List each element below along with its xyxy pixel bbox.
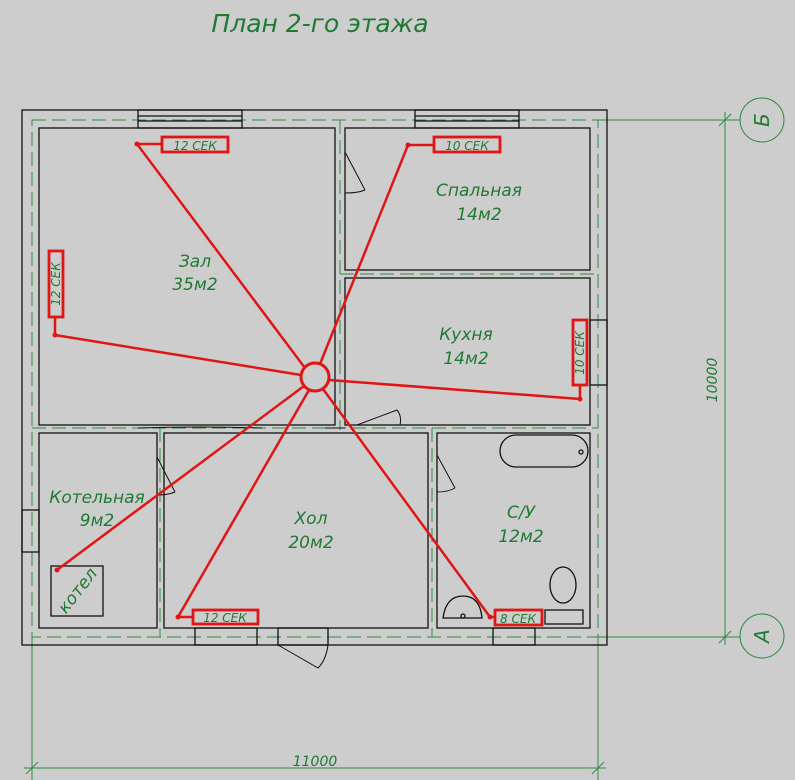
height-dimension: 10000 <box>705 358 721 403</box>
room-labels: Зал 35м2 Спальная 14м2 Кухня 14м2 Котель… <box>49 181 543 618</box>
fixtures <box>50 434 589 625</box>
radiator-label: 12 СЕК <box>173 139 217 153</box>
radiator-label: 10 СЕК <box>445 139 489 153</box>
room-name: Котельная <box>49 488 144 508</box>
axis-marker <box>739 613 785 659</box>
plan-title: План 2-го этажа <box>211 9 428 38</box>
bathtub <box>499 434 589 468</box>
room-area: 14м2 <box>443 349 488 369</box>
radiator <box>493 608 544 627</box>
room-area: 35м2 <box>172 275 217 295</box>
axis-label-top: Б <box>750 113 774 127</box>
dimensions: 10000 11000 Б А <box>24 97 785 775</box>
collector-icon <box>299 361 331 393</box>
radiator-label: 12 СЕК <box>49 262 63 306</box>
radiator-label: 8 СЕК <box>500 612 536 626</box>
radiator <box>571 318 589 387</box>
radiator <box>160 135 230 154</box>
radiator <box>432 135 502 154</box>
axis-marker <box>739 97 785 143</box>
radiator-label: 10 СЕК <box>573 331 587 375</box>
room-name: Хол <box>294 509 328 529</box>
radiator <box>191 608 260 626</box>
walls <box>21 109 608 646</box>
radiators: 12 СЕК 10 СЕК 12 СЕК 10 СЕК 12 СЕК 8 СЕК <box>47 135 589 627</box>
width-dimension: 11000 <box>293 754 338 770</box>
room-area: 12м2 <box>498 527 543 547</box>
axis-lines <box>31 119 740 780</box>
boiler-label: котел <box>54 564 102 617</box>
radiator-label: 12 СЕК <box>203 611 247 625</box>
heating-pipes <box>52 141 583 620</box>
sink <box>442 595 483 619</box>
room-area: 9м2 <box>80 511 114 531</box>
radiator <box>47 249 65 319</box>
room-area: 20м2 <box>288 533 333 553</box>
room-name: Кухня <box>439 325 493 345</box>
room-name: Зал <box>179 252 211 272</box>
room-name: С/У <box>507 503 537 523</box>
toilet <box>549 566 577 604</box>
room-area: 14м2 <box>456 205 501 225</box>
room-name: Спальная <box>436 181 522 201</box>
axis-label-bottom: А <box>750 629 774 645</box>
boiler <box>50 565 104 617</box>
